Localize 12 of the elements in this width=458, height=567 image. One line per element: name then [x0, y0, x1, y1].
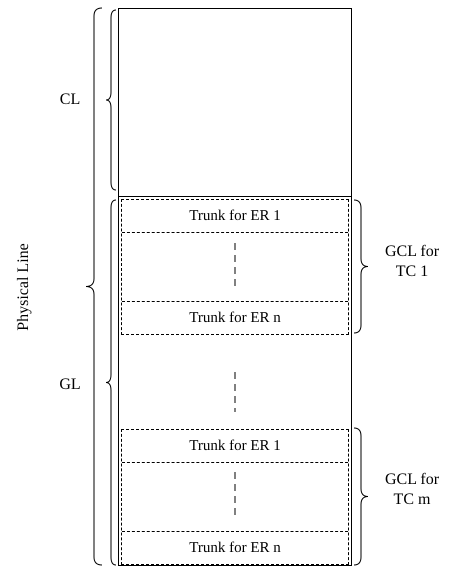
row-label: Trunk for ER n: [189, 540, 281, 556]
row-label: Trunk for ER 1: [189, 208, 281, 224]
dashed-group-box: [121, 199, 349, 335]
brace-label: Physical Line: [14, 242, 33, 333]
dashed-group-box: [121, 429, 349, 565]
brace-label: GCL for TC m: [384, 470, 440, 510]
brace-label: CL: [58, 90, 82, 110]
column-box: [118, 8, 352, 566]
brace-label: GCL for TC 1: [384, 242, 440, 282]
brace-label: GL: [58, 375, 82, 395]
row-label: Trunk for ER n: [189, 310, 281, 326]
row-label: Trunk for ER 1: [189, 438, 281, 454]
